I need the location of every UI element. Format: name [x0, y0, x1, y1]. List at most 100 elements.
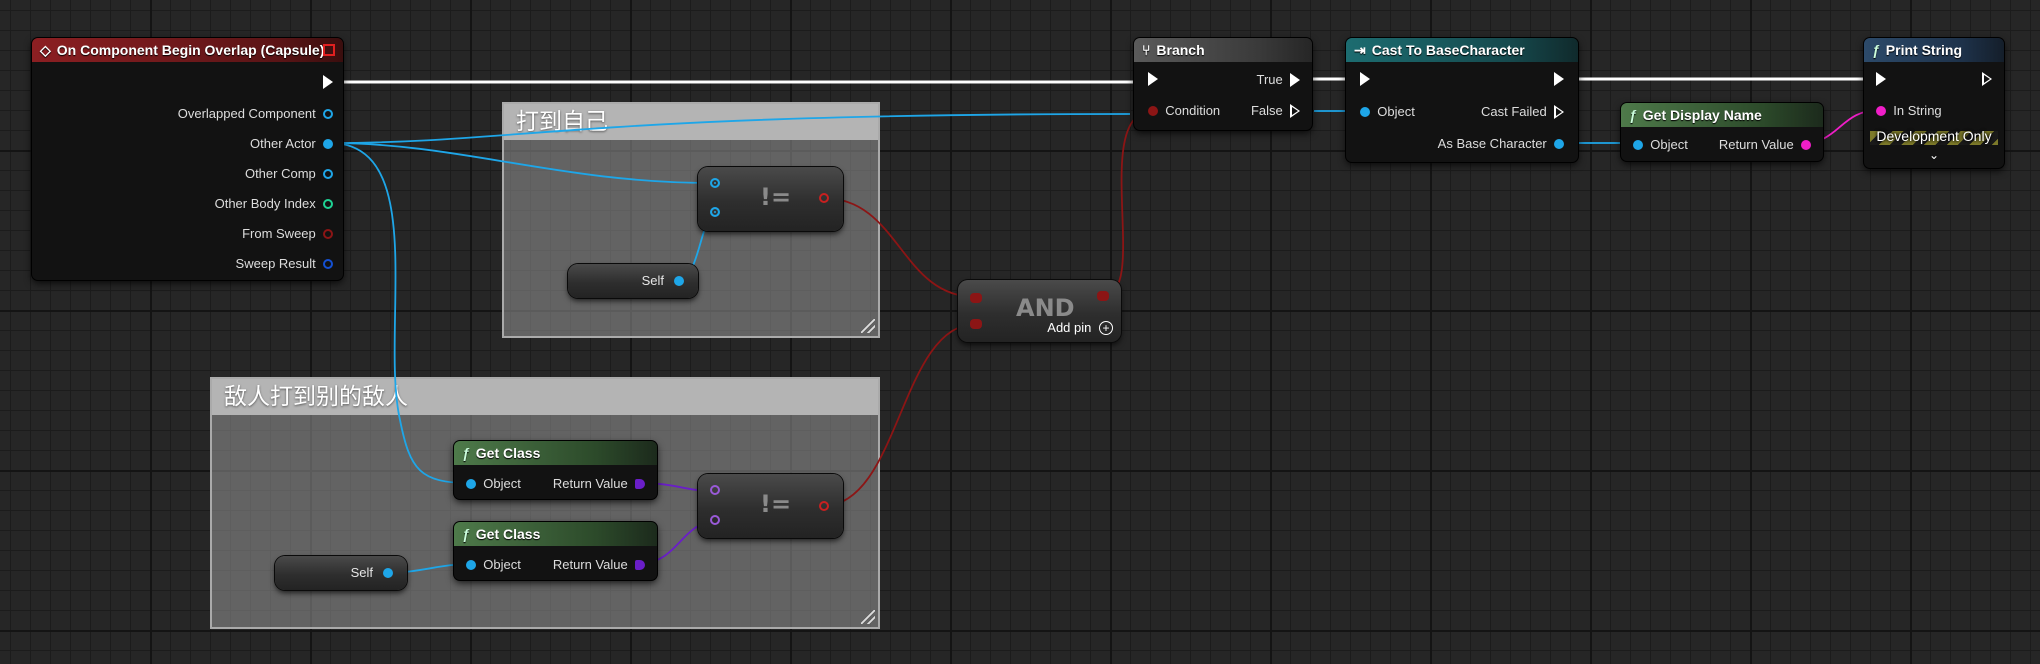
object-wire — [329, 113, 1131, 144]
pin-false[interactable]: False — [1251, 103, 1300, 118]
exec-in-pin[interactable] — [1876, 72, 1886, 86]
object-pin-icon — [1360, 106, 1370, 117]
operator-symbol: != — [760, 183, 792, 211]
pin-label: False — [1250, 103, 1283, 118]
class-pin-icon — [635, 478, 645, 489]
event-node-component-begin-overlap[interactable]: ◇On Component Begin Overlap (Capsule) Ov… — [32, 38, 343, 280]
bool-pin-icon[interactable] — [970, 319, 982, 329]
bool-pin-icon — [323, 228, 333, 239]
exec-pin-icon — [1982, 72, 1992, 86]
comment-title[interactable]: 敌人打到别的敌人 — [212, 379, 878, 415]
pin-label: In String — [1893, 103, 1942, 118]
bool-pin-icon[interactable] — [819, 501, 829, 511]
pin-in-string[interactable]: In String — [1876, 103, 1942, 118]
pin-label: Other Comp — [244, 166, 316, 181]
exec-pin-icon — [1360, 72, 1370, 86]
object-pin-icon — [1633, 139, 1643, 150]
function-f-icon: ƒ — [1629, 107, 1637, 123]
self-node-2[interactable]: Self — [275, 556, 407, 590]
pin-label: Cast Failed — [1481, 104, 1547, 119]
get-display-name-node[interactable]: ƒ Get Display Name Object Return Value — [1621, 103, 1823, 161]
delegate-square-icon[interactable] — [323, 44, 335, 56]
object-pin-icon — [1554, 138, 1564, 149]
pin-return-value[interactable]: Return Value — [553, 557, 645, 572]
pin-object[interactable]: Object — [466, 557, 521, 572]
pin-condition[interactable]: Condition — [1148, 103, 1220, 118]
and-node[interactable]: AND Add pin + — [958, 280, 1121, 342]
pin-overlapped-component[interactable]: Overlapped Component — [178, 106, 333, 121]
object-pin-icon[interactable] — [383, 568, 393, 578]
self-node-1[interactable]: Self — [568, 264, 698, 298]
bool-wire — [822, 197, 977, 298]
object-pin-icon — [323, 138, 333, 149]
exec-in-pin[interactable] — [1360, 72, 1370, 86]
exec-pin-icon — [1876, 72, 1886, 86]
pin-other-body-index[interactable]: Other Body Index — [215, 196, 333, 211]
pin-object[interactable]: Object — [1633, 137, 1688, 152]
object-pin-icon — [466, 478, 476, 489]
node-header: ⑂Branch — [1134, 38, 1312, 62]
bool-pin-icon[interactable] — [1097, 291, 1109, 301]
node-title: On Component Begin Overlap (Capsule) — [56, 42, 325, 58]
exec-out-pin[interactable] — [323, 75, 333, 89]
pin-sweep-result[interactable]: Sweep Result — [236, 256, 333, 271]
pin-as-base-character[interactable]: As Base Character — [1438, 136, 1564, 151]
self-label: Self — [350, 565, 373, 580]
not-equal-node-1[interactable]: != — [698, 167, 843, 231]
pin-from-sweep[interactable]: From Sweep — [242, 226, 333, 241]
pin-return-value[interactable]: Return Value — [1719, 137, 1811, 152]
warning-stripes — [1870, 131, 1998, 145]
pin-object[interactable]: Object — [1360, 104, 1415, 119]
exec-out-pin[interactable] — [1982, 72, 1992, 86]
dev-only-label: Development Only — [1876, 128, 1992, 144]
not-equal-node-2[interactable]: != — [698, 474, 843, 538]
exec-out-pin[interactable] — [1554, 72, 1564, 86]
object-pin-icon — [323, 168, 333, 179]
pin-label: Return Value — [1718, 137, 1794, 152]
bool-pin-icon[interactable] — [970, 293, 982, 303]
pin-label: Other Body Index — [214, 196, 316, 211]
branch-icon: ⑂ — [1142, 42, 1151, 58]
object-pin-icon[interactable] — [674, 276, 684, 286]
exec-in-pin[interactable] — [1148, 72, 1158, 86]
pin-label: As Base Character — [1437, 136, 1547, 151]
pin-label: Overlapped Component — [177, 106, 316, 121]
pin-true[interactable]: True — [1257, 72, 1300, 87]
add-pin-label: Add pin — [1047, 320, 1092, 335]
pin-other-comp[interactable]: Other Comp — [245, 166, 333, 181]
node-header: ◇On Component Begin Overlap (Capsule) — [32, 38, 343, 62]
plus-circle-icon: + — [1099, 321, 1113, 335]
resize-grip-icon[interactable] — [861, 319, 875, 333]
cast-to-basecharacter-node[interactable]: ⇥Cast To BaseCharacter Object Cast Faile… — [1346, 38, 1578, 162]
comment-title[interactable]: 打到自己 — [504, 104, 878, 140]
class-pin-icon — [635, 559, 645, 570]
object-pin-icon[interactable] — [710, 207, 720, 217]
node-title: Get Display Name — [1642, 107, 1762, 123]
pin-cast-failed[interactable]: Cast Failed — [1481, 104, 1564, 119]
add-pin-button[interactable]: Add pin + — [1047, 320, 1113, 335]
pin-other-actor[interactable]: Other Actor — [250, 136, 333, 151]
operator-symbol: != — [760, 490, 792, 518]
string-pin-icon — [1876, 105, 1886, 116]
chevron-down-icon[interactable]: ⌄ — [1928, 148, 1940, 162]
node-header: ƒ Get Display Name — [1621, 103, 1823, 127]
bool-pin-icon — [1148, 105, 1158, 116]
exec-pin-icon — [323, 75, 333, 89]
string-pin-icon — [1801, 139, 1811, 150]
object-pin-icon[interactable] — [710, 178, 720, 188]
pin-return-value[interactable]: Return Value — [553, 476, 645, 491]
exec-pin-icon — [1554, 104, 1564, 119]
node-title: Get Class — [475, 526, 541, 542]
pin-object[interactable]: Object — [466, 476, 521, 491]
object-pin-icon — [323, 108, 333, 119]
resize-grip-icon[interactable] — [861, 610, 875, 624]
class-pin-icon[interactable] — [710, 485, 720, 495]
class-pin-icon[interactable] — [710, 515, 720, 525]
bool-pin-icon[interactable] — [819, 193, 829, 203]
branch-node[interactable]: ⑂Branch True Condition False — [1134, 38, 1312, 130]
